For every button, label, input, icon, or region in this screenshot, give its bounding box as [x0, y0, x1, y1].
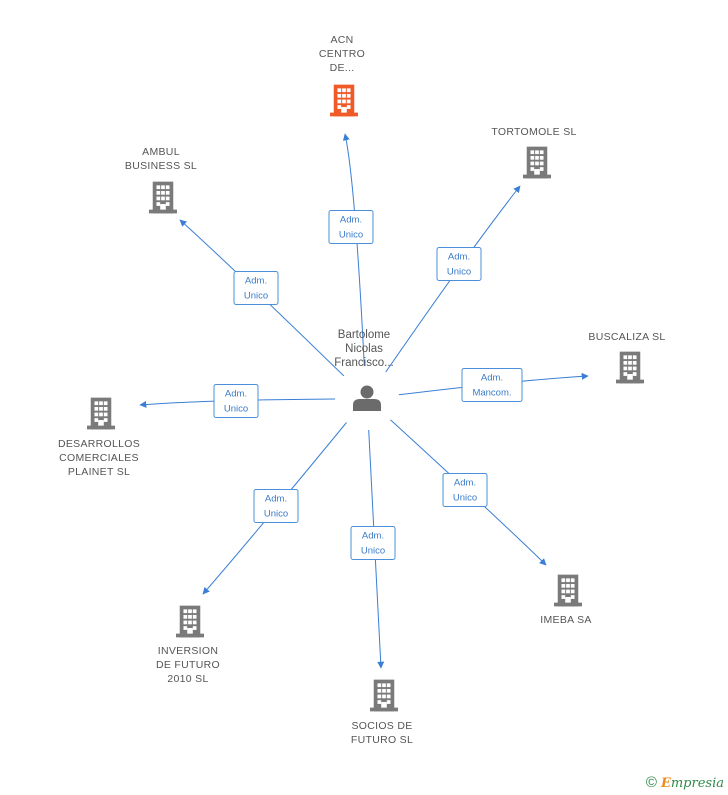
node-label: PLAINET SL: [68, 466, 130, 478]
node-label: IMEBA SA: [540, 614, 591, 626]
node-label: 2010 SL: [167, 673, 208, 685]
edge-label-line: Adm.: [245, 276, 267, 287]
edge-label-line: Unico: [224, 404, 248, 415]
edge-label-line: Adm.: [362, 531, 384, 542]
node-label: INVERSION: [158, 645, 218, 657]
brand-logo: Empresia: [660, 775, 724, 791]
edge-label-line: Adm.: [265, 494, 287, 505]
node-label: AMBUL: [142, 146, 180, 158]
node-socios[interactable]: SOCIOS DE FUTURO SL: [351, 679, 413, 746]
edge-label-box: [233, 271, 279, 305]
person-icon: [353, 385, 381, 411]
edge-socios: Adm. Unico: [350, 429, 396, 669]
center-label: Nicolas: [345, 343, 383, 355]
edge-label-line: Unico: [339, 230, 363, 241]
building-icon: [370, 679, 398, 712]
edge-label-line: Adm.: [454, 478, 476, 489]
edge-label-line: Unico: [447, 267, 471, 278]
center-label: Francisco...: [334, 357, 393, 369]
edge-label-box: [328, 210, 374, 244]
edge-ambul: Adm. Unico: [179, 219, 345, 377]
edge-label-socios[interactable]: Adm. Unico: [350, 526, 396, 560]
node-acn[interactable]: ACN CENTRO DE...: [319, 34, 365, 117]
node-imeba[interactable]: IMEBA SA: [540, 574, 591, 626]
edge-label-box: [442, 473, 488, 507]
center-node[interactable]: BartolomeNicolasFrancisco...: [334, 329, 394, 411]
building-icon: [523, 146, 551, 179]
edge-acn: Adm. Unico: [328, 133, 374, 367]
edge-label-line: Unico: [264, 509, 288, 520]
node-tortomole[interactable]: TORTOMOLE SL: [491, 126, 576, 179]
edges-layer: Adm.UnicoAdm.UnicoAdm.UnicoAdm.Mancom.Ad…: [139, 133, 589, 669]
edge-buscaliza: Adm. Mancom.: [398, 368, 589, 402]
edge-label-box: [213, 384, 259, 418]
edge-line-socios: [368, 429, 385, 669]
edge-label-line: Adm.: [225, 389, 247, 400]
edge-desarrollos: Adm. Unico: [139, 384, 336, 418]
node-label: DE...: [330, 62, 355, 74]
footer-brand[interactable]: © Empresia: [646, 774, 724, 791]
edge-label-buscaliza[interactable]: Adm. Mancom.: [461, 368, 523, 402]
node-label: SOCIOS DE: [351, 720, 412, 732]
building-icon: [616, 351, 644, 384]
edge-label-line: Unico: [244, 291, 268, 302]
edge-label-desarrollos[interactable]: Adm. Unico: [213, 384, 259, 418]
edge-label-box: [350, 526, 396, 560]
edge-label-ambul[interactable]: Adm. Unico: [233, 271, 279, 305]
node-label: DESARROLLOS: [58, 438, 140, 450]
node-label: COMERCIALES: [59, 452, 139, 464]
edge-imeba: Adm. Unico: [390, 419, 547, 566]
node-ambul[interactable]: AMBUL BUSINESS SL: [125, 146, 197, 214]
building-icon: [87, 397, 115, 430]
building-icon: [554, 574, 582, 607]
edge-label-line: Unico: [361, 546, 385, 557]
node-inversion[interactable]: INVERSION DE FUTURO 2010 SL: [156, 605, 220, 685]
node-buscaliza[interactable]: BUSCALIZA SL: [588, 331, 665, 384]
building-icon: [176, 605, 204, 638]
node-label: ACN: [330, 34, 353, 46]
edge-label-line: Unico: [453, 493, 477, 504]
edge-tortomole: Adm. Unico: [385, 185, 521, 373]
edge-label-line: Adm.: [448, 252, 470, 263]
node-label: DE FUTURO: [156, 659, 220, 671]
edge-label-line: Adm.: [481, 373, 503, 384]
node-label: BUSINESS SL: [125, 160, 197, 172]
edge-label-box: [253, 489, 299, 523]
building-icon: [330, 84, 358, 117]
edge-label-line: Adm.: [340, 215, 362, 226]
nodes-layer: ACN CENTRO DE... TORTOMOLE SL AMBUL BUSINESS …: [58, 34, 665, 746]
building-icon: [149, 181, 177, 214]
edge-label-box: [461, 368, 523, 402]
center-label: Bartolome: [338, 329, 390, 341]
edge-label-acn[interactable]: Adm. Unico: [328, 210, 374, 244]
edge-inversion: Adm. Unico: [202, 422, 347, 595]
node-desarrollos[interactable]: DESARROLLOS COMERCIALES PLAINET SL: [58, 397, 140, 478]
node-label: FUTURO SL: [351, 734, 413, 746]
edge-label-tortomole[interactable]: Adm. Unico: [436, 247, 482, 281]
edge-label-line: Mancom.: [472, 388, 511, 399]
edge-label-box: [436, 247, 482, 281]
edge-line-inversion: [202, 422, 347, 595]
edge-label-imeba[interactable]: Adm. Unico: [442, 473, 488, 507]
node-label: CENTRO: [319, 48, 365, 60]
node-label: BUSCALIZA SL: [588, 331, 665, 343]
node-label: TORTOMOLE SL: [491, 126, 576, 138]
copyright-icon: ©: [645, 774, 657, 791]
edge-label-inversion[interactable]: Adm. Unico: [253, 489, 299, 523]
